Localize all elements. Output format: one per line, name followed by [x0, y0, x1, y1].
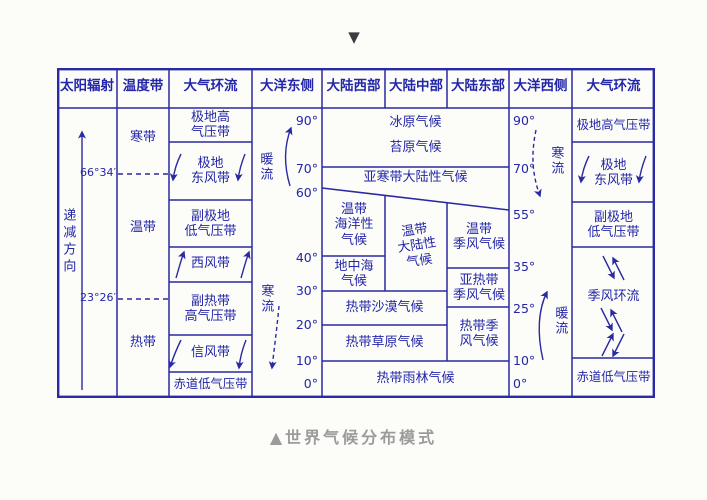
cell-subtropical-high: 副热带 高气压带: [184, 294, 237, 325]
latitude-right-70: 70°: [513, 161, 536, 176]
monsoon-arrow: [601, 332, 614, 357]
monsoon-arrow: [600, 307, 613, 332]
climate-tropical-desert: 热带沙漠气候: [345, 300, 424, 315]
latitude-left-90: 90°: [295, 113, 318, 128]
climate-temperate-monsoon: 温带 季风气候: [452, 222, 505, 253]
figure-caption: ▲世界气候分布模式: [0, 424, 707, 448]
zone-tropical: 热带: [129, 335, 156, 350]
ocean-west-cold-current-label: 寒流: [548, 146, 564, 176]
monsoon-arrow: [602, 255, 615, 280]
westerlies-arrow: [175, 250, 186, 279]
climate-mediterranean: 地中海 气候: [334, 259, 374, 290]
cell-polar-easterlies-left: 极地 东风带: [190, 156, 230, 187]
cell-polar-high-right: 极地高气压带: [576, 118, 651, 132]
ocean-east-warm-current-label: 暖流: [257, 152, 273, 182]
world-climate-distribution-diagram: 太阳辐射 温度带 大气环流 大洋东侧 大陆西部 大陆中部 大陆东部 大洋西侧 大…: [57, 68, 655, 398]
latitude-left-10: 10°: [295, 353, 318, 368]
monsoon-arrow: [612, 333, 625, 358]
zone-cold: 寒带: [129, 130, 156, 145]
monsoon-arrow: [610, 308, 623, 333]
westerlies-arrow: [240, 250, 251, 279]
climate-temperate-oceanic: 温带 海洋性 气候: [334, 202, 374, 248]
header-ocean-west: 大洋西侧: [513, 78, 568, 94]
climate-ice-cap: 冰原气候: [389, 115, 442, 130]
climate-tundra: 苔原气候: [389, 140, 442, 155]
header-circulation-right: 大气环流: [586, 78, 641, 94]
cell-subpolar-low-left: 副极地 低气压带: [184, 209, 237, 240]
trade-wind-arrow: [235, 339, 247, 370]
latitude-left-0: 0°: [303, 376, 318, 391]
latitude-right-35: 35°: [513, 259, 536, 274]
diagonal-subarctic-border: [321, 187, 510, 211]
polar-easterlies-arrow: [577, 155, 590, 184]
cold-current-arrow-east: [268, 305, 280, 370]
header-ocean-east: 大洋东侧: [260, 78, 314, 94]
cell-polar-high-left: 极地高 气压带: [190, 110, 230, 141]
latitude-right-10: 10°: [513, 353, 536, 368]
latitude-right-0: 0°: [513, 376, 528, 391]
cell-trade-winds: 信风带: [190, 345, 230, 360]
cell-equatorial-low-left: 赤道低气压带: [173, 377, 248, 391]
header-land-east: 大陆东部: [451, 78, 505, 94]
latitude-right-90: 90°: [513, 113, 536, 128]
polar-easterlies-arrow: [234, 153, 246, 182]
latitude-left-20: 20°: [295, 317, 318, 332]
header-temperature-zone: 温度带: [122, 78, 164, 94]
warm-current-arrow-east: [284, 126, 293, 187]
header-land-west: 大陆西部: [326, 78, 381, 94]
trade-wind-arrow: [168, 339, 182, 369]
latitude-right-55: 55°: [513, 207, 536, 222]
header-land-middle: 大陆中部: [389, 78, 443, 94]
ocean-west-warm-current-label: 暖流: [552, 306, 568, 336]
latitude-left-30: 30°: [295, 283, 318, 298]
solar-decrease-direction-label: 递减方向: [60, 208, 76, 276]
collapse-triangle-icon: ▼: [348, 28, 360, 46]
climate-tropical-savanna: 热带草原气候: [345, 335, 424, 350]
monsoon-arrow: [612, 256, 625, 281]
climate-tropical-monsoon: 热带季 风气候: [459, 319, 499, 350]
cell-polar-easterlies-right: 极地 东风带: [593, 158, 633, 189]
circulation-right-cell-borders: [572, 141, 655, 359]
cell-subpolar-low-right: 副极地 低气压带: [587, 210, 640, 241]
tropic-of-cancer-label: 23°26′: [80, 291, 116, 304]
climate-subtropical-monsoon: 亚热带 季风气候: [452, 273, 505, 304]
caption-triangle-icon: ▲: [269, 428, 286, 447]
polar-easterlies-arrow: [169, 153, 182, 182]
table-outer-border: [57, 68, 655, 398]
latitude-left-60: 60°: [295, 185, 318, 200]
column-borders: [116, 68, 573, 398]
cell-westerlies: 西风带: [190, 256, 230, 271]
polar-easterlies-arrow: [635, 155, 647, 184]
partial-column-borders: [384, 68, 448, 361]
climate-tropical-rainforest: 热带雨林气候: [376, 371, 455, 386]
latitude-left-70: 70°: [295, 161, 318, 176]
zone-temperate: 温带: [129, 220, 156, 235]
climate-subarctic: 亚寒带大陆性气候: [363, 170, 468, 185]
header-circulation-left: 大气环流: [183, 78, 238, 94]
cell-monsoon-circulation: 季风环流: [587, 289, 640, 304]
ocean-east-cold-current-label: 寒流: [258, 284, 274, 314]
latitude-left-40: 40°: [295, 250, 318, 265]
circulation-left-cell-borders: [169, 141, 252, 373]
cell-equatorial-low-right: 赤道低气压带: [576, 370, 651, 384]
header-solar-radiation: 太阳辐射: [60, 78, 114, 94]
arctic-circle-label: 66°34′: [80, 166, 116, 179]
diagram-grid-and-arrows: [57, 68, 655, 398]
caption-text: 世界气候分布模式: [285, 428, 438, 447]
climate-temperate-continental: 温带 大陆性 气候: [396, 221, 438, 271]
warm-current-arrow-west: [538, 290, 548, 361]
latitude-right-25: 25°: [513, 301, 536, 316]
